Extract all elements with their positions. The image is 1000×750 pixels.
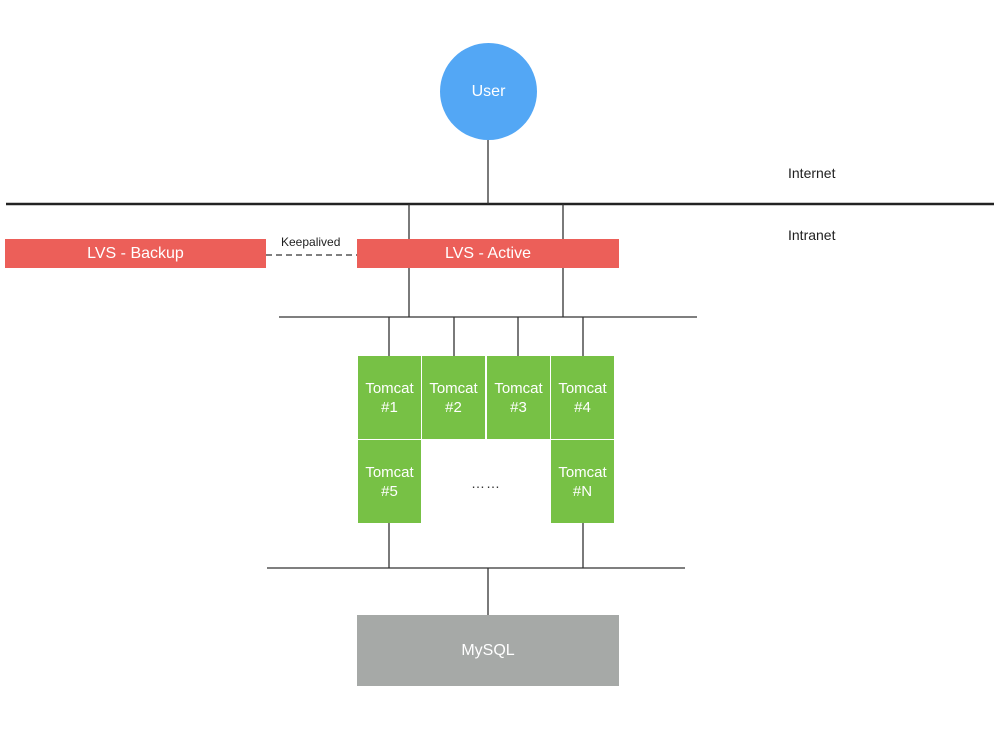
tomcat-5-node: Tomcat #5 — [358, 440, 421, 523]
tomcat-3-name: Tomcat — [494, 379, 543, 397]
tomcat-4-name: Tomcat — [558, 379, 607, 397]
mysql-node: MySQL — [357, 615, 619, 686]
tomcat-1-node: Tomcat #1 — [358, 356, 421, 439]
tomcat-2-node: Tomcat #2 — [422, 356, 485, 439]
tomcat-2-number: #2 — [445, 398, 462, 416]
lvs-active-node: LVS - Active — [357, 239, 619, 268]
tomcat-5-name: Tomcat — [365, 463, 414, 481]
tomcat-3-node: Tomcat #3 — [487, 356, 550, 439]
tomcat-n-number: #N — [572, 482, 593, 500]
mysql-label: MySQL — [461, 642, 515, 659]
tomcat-n-name: Tomcat — [558, 463, 607, 481]
user-node: User — [440, 43, 537, 140]
internet-label: Internet — [788, 165, 836, 181]
lvs-active-label: LVS - Active — [445, 245, 531, 262]
lvs-backup-label: LVS - Backup — [87, 245, 184, 262]
tomcat-4-number: #4 — [574, 398, 591, 416]
tomcat-3-number: #3 — [510, 398, 527, 416]
lvs-backup-node: LVS - Backup — [5, 239, 266, 268]
tomcat-4-node: Tomcat #4 — [551, 356, 614, 439]
keepalived-label: Keepalived — [281, 235, 341, 249]
tomcat-5-number: #5 — [381, 482, 398, 500]
intranet-label: Intranet — [788, 227, 836, 243]
user-label: User — [471, 83, 506, 100]
tomcat-2-name: Tomcat — [429, 379, 478, 397]
tomcat-1-number: #1 — [381, 398, 398, 416]
tomcat-n-node: Tomcat #N — [551, 440, 614, 523]
more-tomcats-ellipsis: …… — [471, 475, 501, 491]
tomcat-1-name: Tomcat — [365, 379, 414, 397]
